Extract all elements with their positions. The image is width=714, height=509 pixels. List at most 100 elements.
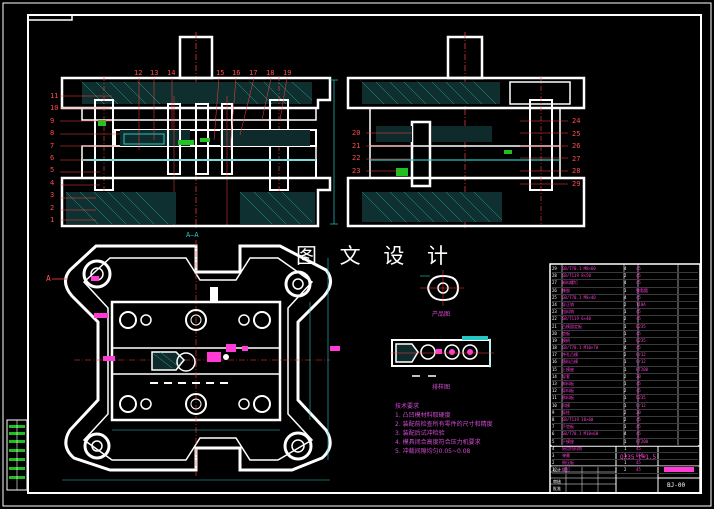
bom-cell-qty: 2 (624, 273, 627, 279)
callout-number: 14 (167, 69, 176, 77)
bom-cell-mat: Q235 (636, 323, 646, 329)
bom-cell-qty: 2 (624, 316, 627, 322)
bom-cell-no: 14 (552, 373, 557, 379)
callout-number: 9 (50, 116, 55, 125)
bom-cell-qty: 2 (624, 409, 627, 415)
bom-cell-qty: 2 (624, 416, 627, 422)
bom-cell-qty: 2 (624, 352, 627, 358)
bom-cell-name: 垫板 (562, 330, 570, 336)
title-block-drawing-no: BJ-00 (667, 482, 686, 489)
callout-number: 7 (50, 141, 55, 150)
callout-number: 17 (249, 69, 258, 77)
bom-cell-no: 16 (552, 359, 557, 365)
bom-cell-mat: 45 (636, 280, 641, 286)
bom-cell-mat: 45 (636, 316, 641, 322)
callout-number: 8 (50, 129, 55, 138)
bom-cell-qty: 2 (624, 388, 627, 394)
bom-cell-mat: Q235 (636, 395, 646, 401)
bom-cell-mat: 45 (636, 460, 641, 466)
bom-cell-name: 承料板 (562, 395, 574, 401)
callout-number: 29 (572, 180, 581, 188)
bom-cell-mat: 45 (636, 416, 641, 422)
bom-cell-mat: 20 (636, 373, 641, 379)
bom-cell-qty: 1 (624, 395, 627, 401)
bom-cell-no: 29 (552, 266, 557, 271)
bom-cell-mat: Q235 (636, 337, 646, 343)
bom-cell-name: GB/T119 6×40 (562, 316, 591, 322)
bom-cell-no: 5 (552, 438, 555, 444)
bom-cell-qty: 4 (624, 294, 627, 300)
callout-number: 27 (572, 154, 581, 163)
strip-layout (390, 336, 494, 377)
callout-number: 19 (283, 69, 292, 77)
bom-cell-name: 上模座 (562, 366, 574, 372)
bom-cell-no: 27 (552, 280, 557, 286)
bom-cell-mat: HT200 (636, 438, 649, 444)
bom-cell-no: 17 (552, 352, 557, 358)
bom-cell-name: 下模座 (562, 438, 574, 444)
title-block-check: 审核 (553, 479, 561, 484)
section-label: A—A (186, 231, 199, 239)
bom-cell-name: GB/T119 10×60 (562, 416, 594, 422)
notes-line: 2. 装配前检查所有零件的尺寸和精度 (395, 421, 493, 428)
bom-cell-mat: 45 (636, 431, 641, 437)
callout-number: 16 (232, 69, 241, 77)
title-block-design: 设计 (553, 467, 561, 472)
bom-cell-qty: 1 (624, 381, 627, 386)
bom-cell-no: 9 (552, 409, 555, 415)
part-caption: 产品图 (432, 311, 451, 318)
bom-cell-no: 4 (552, 445, 555, 451)
bom-cell-name: 导料板 (562, 388, 574, 394)
bom-cell-qty: 1 (624, 424, 627, 430)
bom-cell-mat: Cr12 (636, 352, 646, 358)
bom-cell-mat: 聚氨酯 (636, 287, 648, 293)
callout-number: 26 (572, 142, 581, 151)
technical-notes: 技术要求 1. 凸凹模材料取硬度 2. 装配前检查所有零件的尺寸和精度 3. 装… (395, 402, 493, 456)
title-block-material: Q235 t=1.5 (620, 454, 657, 461)
bom-cell-name: 橡胶 (562, 287, 570, 293)
bom-cell-qty: 4 (624, 431, 627, 437)
bom-row: 8 GB/T119 10×60 2 45 (552, 416, 698, 425)
bom-cell-no: 1 (552, 467, 555, 473)
bom-cell-name: GB/T70.1 M8×60 (562, 266, 596, 271)
bom-row: 5 下模座 1 HT200 (552, 439, 698, 446)
notes-title: 技术要求 (395, 403, 420, 410)
bom-cell-name: 下垫板 (562, 424, 574, 430)
bom-cell-mat: 45 (636, 266, 641, 271)
bom-cell-no: 25 (552, 294, 557, 300)
bom-cell-no: 13 (552, 381, 557, 386)
callout-number: 21 (352, 141, 361, 150)
bom-cell-qty: 1 (624, 438, 627, 444)
watermark-text: 图 文 设 计 (296, 244, 457, 268)
bom-cell-no: 11 (552, 395, 557, 401)
bom-cell-mat: 45 (636, 381, 641, 386)
side-section-view (346, 32, 586, 230)
bom-cell-name: 侧压板 (562, 460, 574, 466)
bom-cell-no: 8 (552, 416, 555, 422)
bom-cell-no: 7 (552, 424, 555, 430)
bom-cell-mat: T10A (636, 301, 646, 307)
bom-cell-no: 20 (552, 330, 557, 336)
bom-cell-qty: 1 (624, 445, 627, 451)
bom-cell-no: 6 (552, 431, 555, 437)
callout-number: 5 (50, 166, 55, 175)
